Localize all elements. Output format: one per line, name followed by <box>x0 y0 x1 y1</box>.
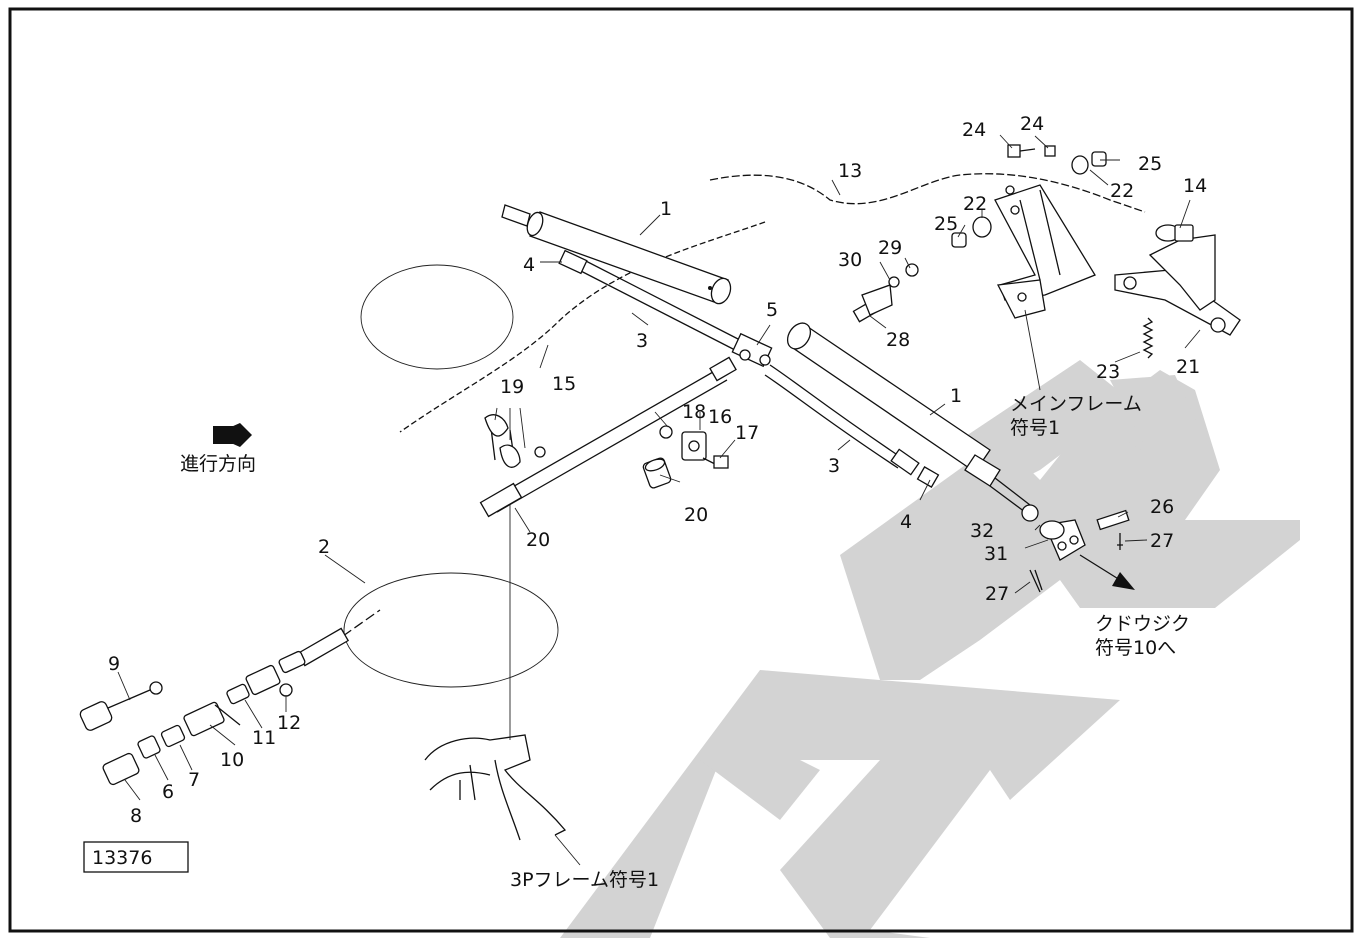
sleeve-20-loose <box>642 457 672 489</box>
callout-9: 9 <box>108 653 120 675</box>
clamp-19 <box>484 414 546 468</box>
drawing-number: 13376 <box>92 847 152 869</box>
direction-arrow-icon <box>213 423 252 447</box>
clevis-31 <box>1039 519 1086 561</box>
callout-5: 5 <box>766 299 778 321</box>
callout-28: 28 <box>886 329 910 351</box>
callout-14: 14 <box>1183 175 1207 197</box>
nut-18 <box>659 425 673 439</box>
callout-23: 23 <box>1096 361 1120 383</box>
sleeve-20-on-hose <box>479 482 523 518</box>
drawing-border <box>8 7 1354 933</box>
drive-shaft-label-line2: 符号10へ <box>1095 637 1176 659</box>
elbow-fitting-4-lower <box>916 466 940 488</box>
spacer-22-upper <box>1071 155 1089 175</box>
watermark-logo <box>560 360 1300 938</box>
callout-32: 32 <box>970 520 994 542</box>
callout-4-upper: 4 <box>523 254 535 276</box>
cable-end-14 <box>1155 224 1194 242</box>
callout-2: 2 <box>318 536 330 558</box>
washer-30 <box>888 276 900 288</box>
callout-11: 11 <box>252 727 276 749</box>
bolt-17 <box>702 455 729 469</box>
callout-21: 21 <box>1176 356 1200 378</box>
main-frame-label-line1: メインフレーム <box>1010 393 1142 415</box>
arrow-drive-shaft <box>1079 554 1135 590</box>
callout-10: 10 <box>220 749 244 771</box>
hose-3-lower <box>764 364 920 476</box>
main-frame-bracket <box>994 184 1096 319</box>
callout-16: 16 <box>708 406 732 428</box>
cable-13 <box>709 173 1146 213</box>
callout-1-upper: 1 <box>660 198 672 220</box>
callout-22-upper: 22 <box>1110 180 1134 202</box>
callout-20-sleeve: 20 <box>526 529 550 551</box>
cotter-pin-27-upper <box>1117 533 1123 550</box>
hydraulic-cylinder-upper <box>501 204 732 305</box>
callout-31: 31 <box>984 543 1008 565</box>
bolt-24-left <box>1007 144 1036 158</box>
callout-24-left: 24 <box>962 119 986 141</box>
spring-23 <box>1142 317 1154 359</box>
callout-4-lower: 4 <box>900 511 912 533</box>
pressure-gauge-9 <box>79 681 163 731</box>
callout-15: 15 <box>552 373 576 395</box>
callout-13: 13 <box>838 160 862 182</box>
callout-18: 18 <box>682 401 706 423</box>
callout-20-loose: 20 <box>684 504 708 526</box>
spacer-22-lower <box>972 216 992 238</box>
callout-24-right: 24 <box>1020 113 1044 135</box>
callout-27-upper: 27 <box>1150 530 1174 552</box>
callout-1-lower: 1 <box>950 385 962 407</box>
fitting-7 <box>160 724 186 748</box>
drawing-number-box: 13376 <box>83 841 189 873</box>
hydraulic-cylinder-lower <box>786 322 1031 513</box>
nut-29 <box>905 263 919 277</box>
lever-21 <box>1114 234 1241 336</box>
fitting-6 <box>137 735 161 759</box>
callout-7: 7 <box>188 769 200 791</box>
callout-8: 8 <box>130 805 142 827</box>
hose-3-upper <box>558 249 741 351</box>
callout-22-lower: 22 <box>963 193 987 215</box>
three-p-frame-label: 3Pフレーム符号1 <box>510 869 659 891</box>
bolt-24-right <box>1044 145 1056 157</box>
callout-6: 6 <box>162 781 174 803</box>
callout-25-upper: 25 <box>1138 153 1162 175</box>
drive-shaft-label-line1: クドウジク <box>1095 613 1190 635</box>
callout-30: 30 <box>838 249 862 271</box>
plug-8 <box>102 752 140 786</box>
callout-26: 26 <box>1150 496 1174 518</box>
nut-25-upper <box>1091 151 1107 167</box>
nut-25-lower <box>951 232 967 248</box>
three-p-frame-part <box>424 505 567 841</box>
callout-17: 17 <box>735 422 759 444</box>
callout-19: 19 <box>500 376 524 398</box>
callout-12: 12 <box>277 712 301 734</box>
leader-lines <box>117 134 1201 866</box>
travel-direction-label: 進行方向 <box>180 453 256 475</box>
tee-fitting-5 <box>731 332 773 368</box>
bolt-28 <box>852 284 893 323</box>
coupler-12 <box>245 650 306 697</box>
callout-25-lower: 25 <box>934 213 958 235</box>
callout-3-lower: 3 <box>828 455 840 477</box>
cotter-pin-27-lower <box>1029 569 1043 593</box>
hose-2 <box>296 356 737 667</box>
main-frame-label-line2: 符号1 <box>1010 417 1060 439</box>
cable-2 <box>342 572 559 688</box>
cable-15 <box>360 221 766 433</box>
nut-32 <box>1021 504 1039 522</box>
callout-27-lower: 27 <box>985 583 1009 605</box>
callout-29: 29 <box>878 237 902 259</box>
callout-3-upper: 3 <box>636 330 648 352</box>
fitting-11 <box>226 683 250 705</box>
bracket-16 <box>681 431 707 461</box>
valve-10 <box>183 701 241 737</box>
